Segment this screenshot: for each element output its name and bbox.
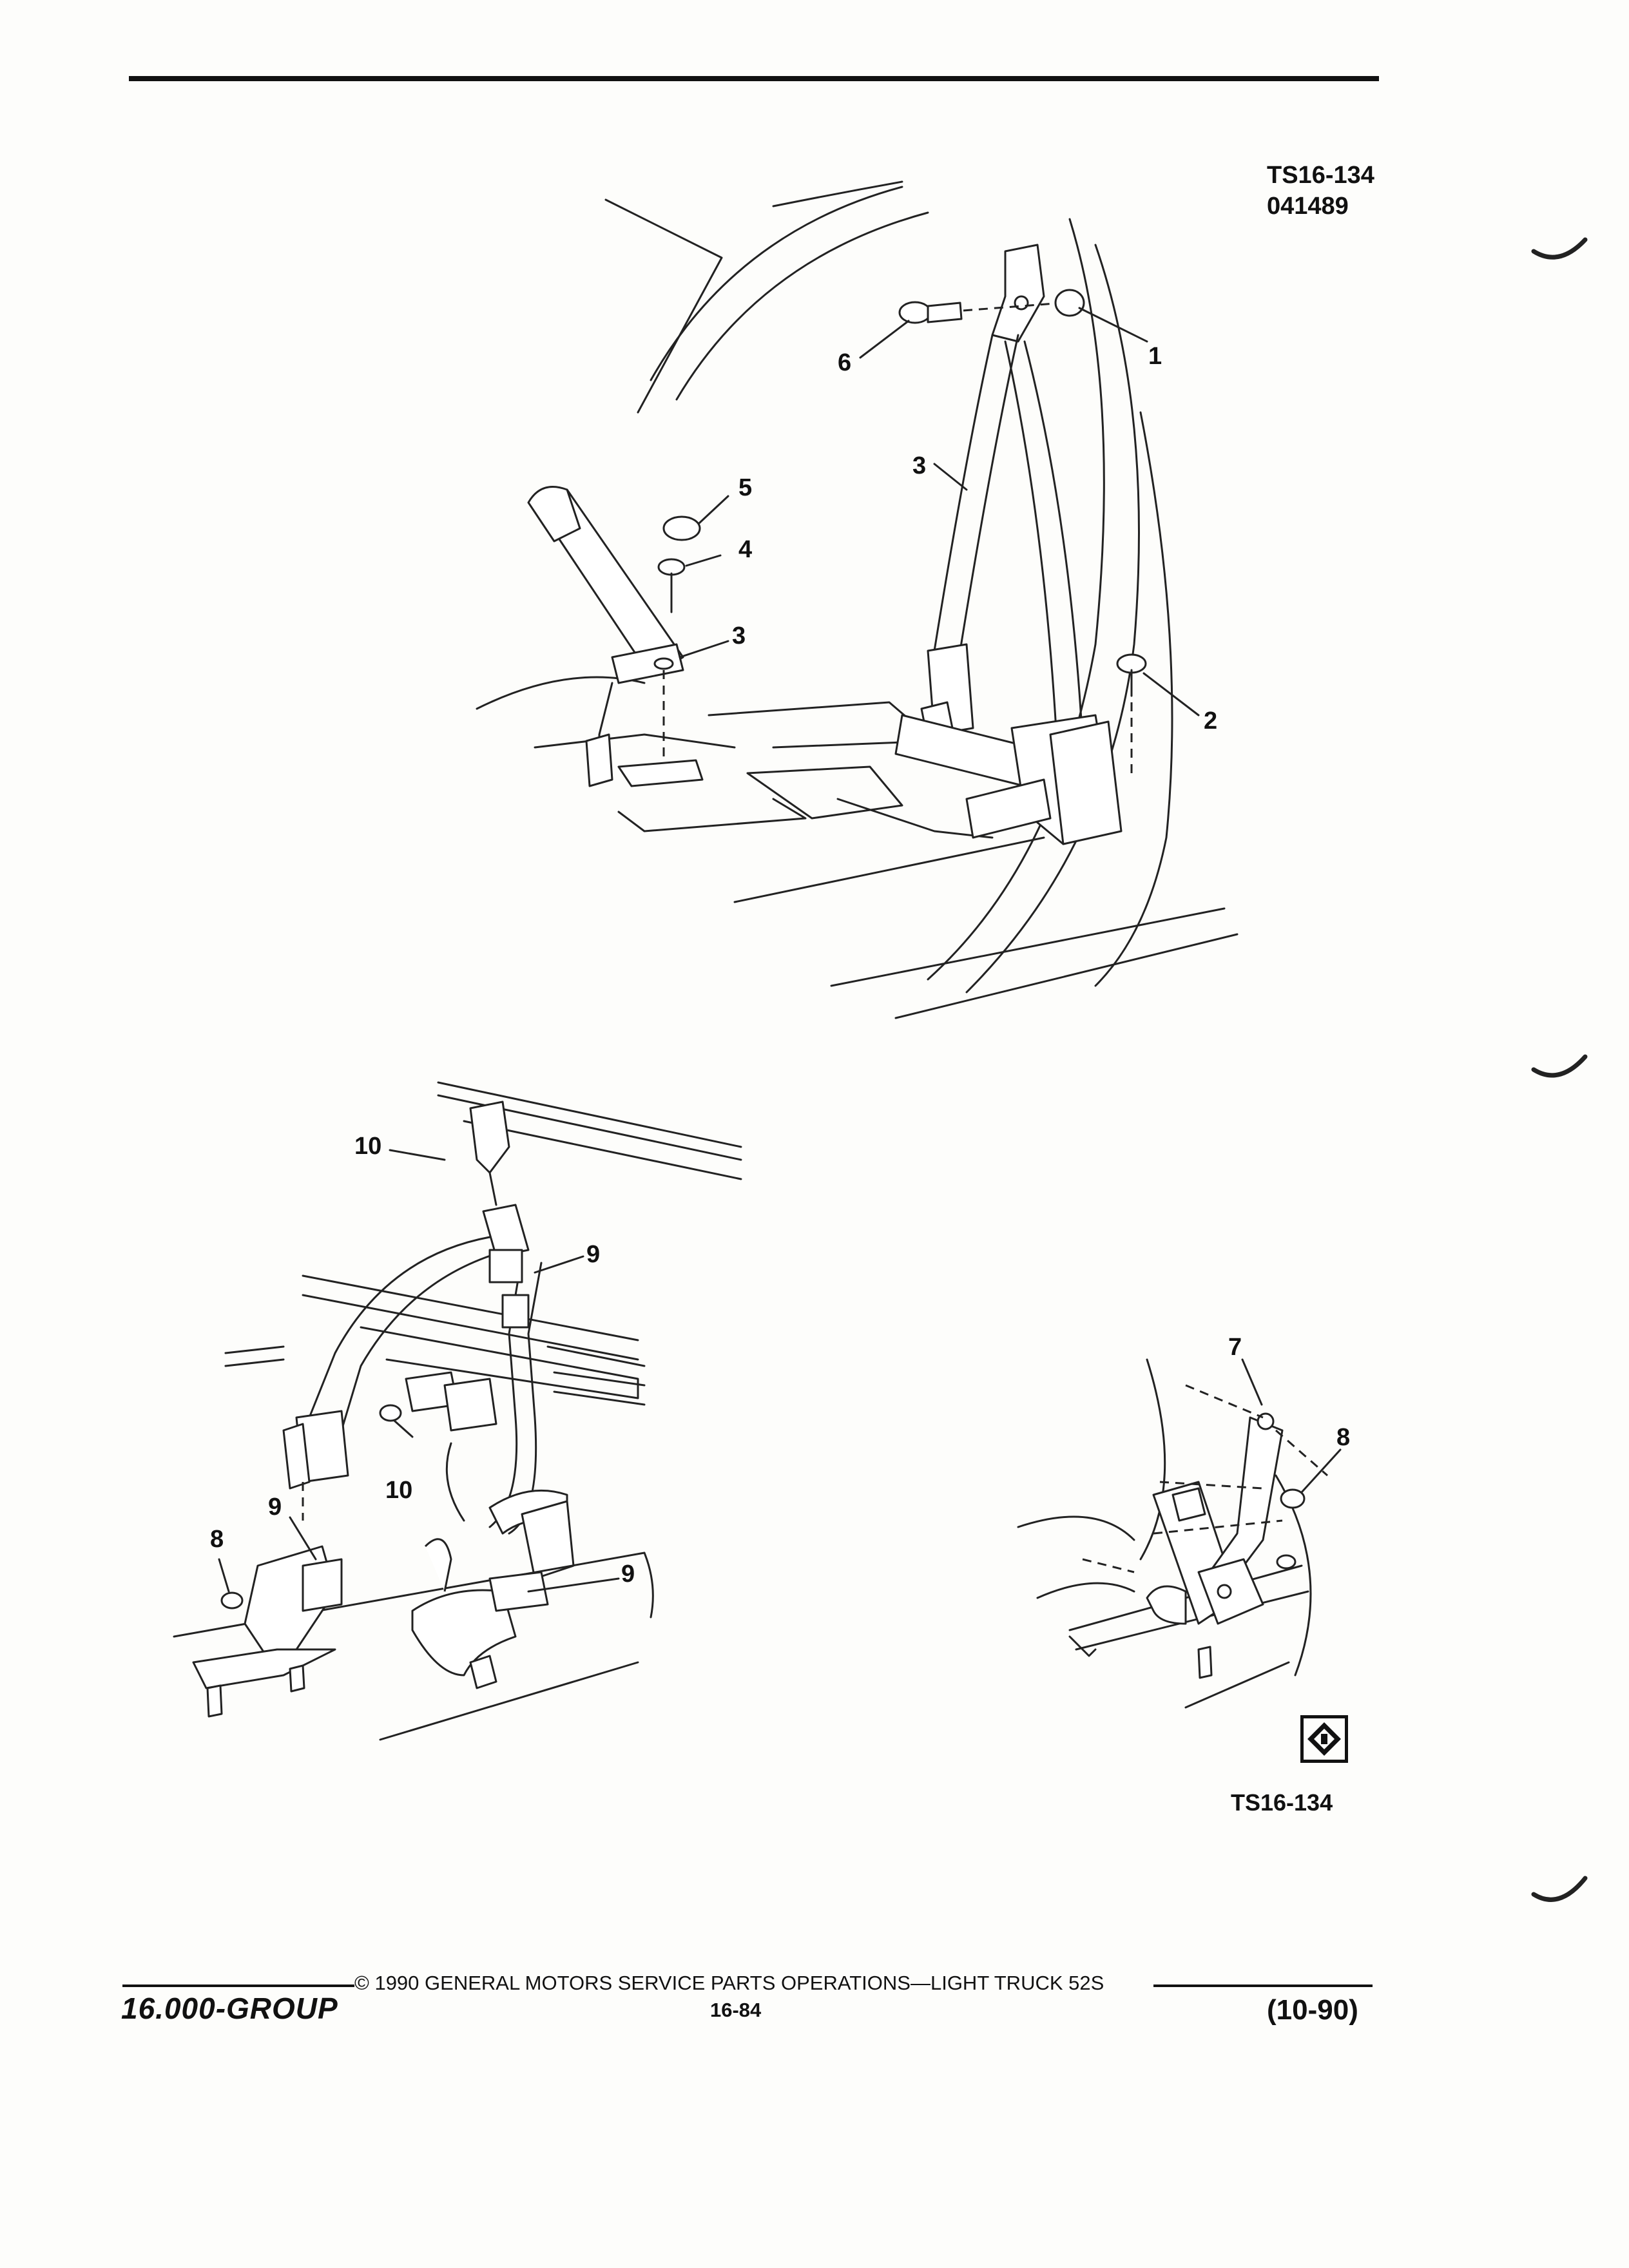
- callout-7: 7: [1228, 1334, 1242, 1361]
- callout-10-lower: 10: [385, 1477, 413, 1504]
- footer-revision: (10-90): [1267, 1994, 1358, 2026]
- footer-rule-left: [122, 1984, 354, 1987]
- footer-rule-right: [1153, 1984, 1373, 1987]
- illustration-ident-code: TS16-134: [1267, 162, 1374, 189]
- callout-3-shoulder-belt: 3: [912, 452, 927, 479]
- callout-10-upper: 10: [354, 1133, 382, 1160]
- footer-page-number: 16-84: [710, 1999, 762, 2021]
- callout-2: 2: [1204, 707, 1218, 735]
- callout-9-left: 9: [268, 1494, 282, 1521]
- callout-5: 5: [738, 474, 753, 501]
- callout-4: 4: [738, 536, 753, 563]
- seat-belt-symbol-icon: [1300, 1715, 1348, 1763]
- callout-6: 6: [838, 349, 852, 376]
- callout-1: 1: [1148, 343, 1162, 370]
- footer-copyright: © 1990 GENERAL MOTORS SERVICE PARTS OPER…: [354, 1972, 1104, 1994]
- callout-8-right: 8: [1336, 1424, 1351, 1451]
- callout-8-left: 8: [210, 1526, 224, 1553]
- callout-3-buckle: 3: [732, 622, 746, 649]
- footer-group: 16.000-GROUP: [121, 1992, 338, 2025]
- illustration-ident-date: 041489: [1267, 193, 1349, 220]
- callout-9-upper: 9: [586, 1241, 601, 1268]
- illustration-ident: TS16-134 041489: [1267, 160, 1374, 222]
- figure-reference: TS16-134: [1231, 1789, 1333, 1816]
- top-rule: [129, 76, 1379, 81]
- callout-9-lower: 9: [621, 1561, 635, 1588]
